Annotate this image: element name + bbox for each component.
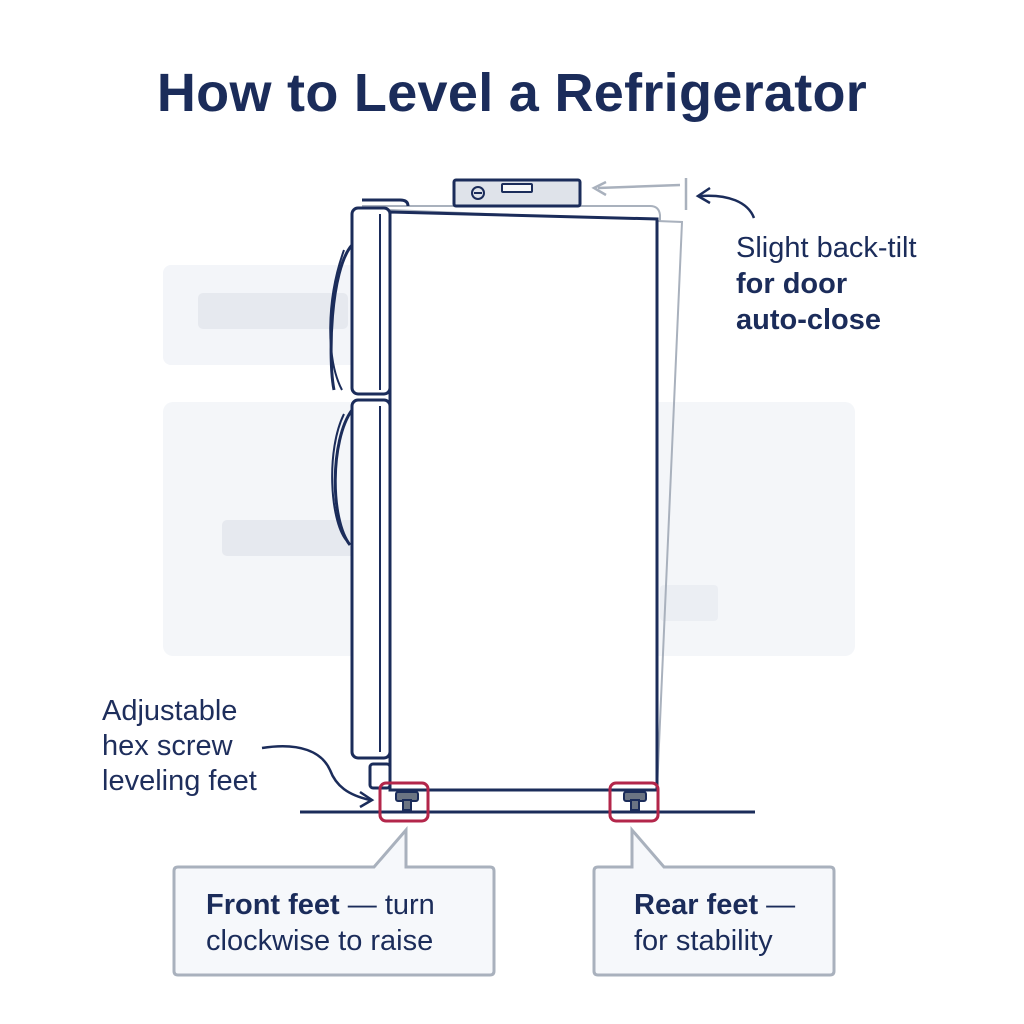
rear-callout-box — [592, 825, 836, 977]
feet-note-arrow — [261, 745, 375, 809]
front-foot — [378, 781, 430, 823]
front-callout-line1: Front feet — turn — [206, 889, 435, 921]
front-callout-box — [172, 825, 496, 977]
rear-callout-line2: for stability — [634, 925, 773, 957]
feet-note-line3: leveling feet — [102, 765, 257, 797]
tilt-note-arrow — [695, 186, 756, 219]
diagram-title: How to Level a Refrigerator — [156, 63, 868, 123]
refrigerator — [329, 198, 659, 792]
tilt-note-line2: for door — [736, 268, 848, 300]
rear-foot — [608, 781, 660, 823]
tilt-note-line3: auto-close — [736, 304, 882, 336]
front-callout-line2: clockwise to raise — [206, 925, 434, 957]
front-callout-text: Front feet — turn clockwise to raise — [206, 887, 476, 959]
feet-note: Adjustable hex screw leveling feet — [102, 694, 302, 799]
feet-note-line2: hex screw — [102, 730, 233, 762]
rear-callout-text: Rear feet — for stability — [634, 887, 824, 959]
bubble-level — [452, 178, 582, 208]
tilt-note-line1: Slight back-tilt — [736, 232, 917, 264]
feet-note-line1: Adjustable — [102, 695, 238, 727]
tilt-indicator — [591, 178, 688, 210]
tilt-note: Slight back-tilt for door auto-close — [736, 230, 1016, 338]
rear-callout-line1: Rear feet — — [634, 889, 796, 921]
